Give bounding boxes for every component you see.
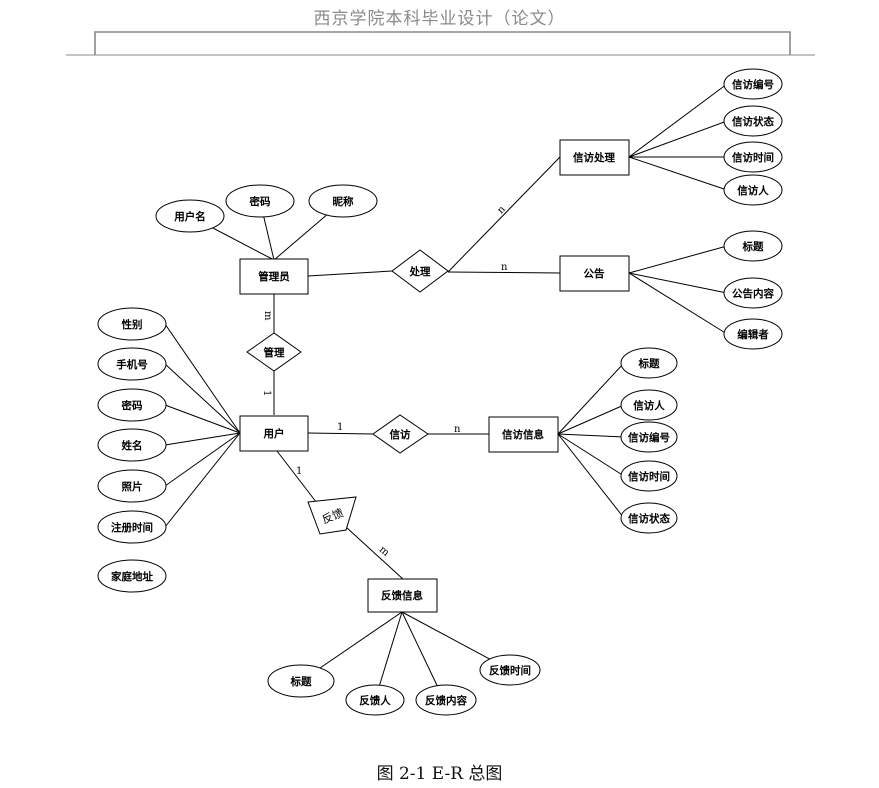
entity-visit-handle: 信访处理: [559, 139, 630, 176]
entity-admin: 管理员: [239, 258, 309, 295]
attr-user-name: 姓名: [97, 428, 167, 462]
attr-feedback-person: 反馈人: [345, 684, 405, 716]
card-handle-visit-handle: n: [495, 204, 508, 217]
attr-visit-info-number: 信访编号: [620, 421, 678, 453]
card-user-visit: 1: [337, 422, 343, 433]
attr-admin-username: 用户名: [155, 199, 225, 233]
attr-user-password: 密码: [97, 388, 167, 422]
svg-text:性别: 性别: [122, 318, 143, 331]
entity-user-label: 用户: [263, 427, 285, 440]
card-admin-manage: m: [262, 311, 273, 321]
attr-user-photo: 照片: [97, 469, 167, 503]
svg-text:反馈时间: 反馈时间: [489, 664, 531, 677]
entity-notice: 公告: [559, 255, 630, 292]
svg-text:反馈内容: 反馈内容: [425, 694, 467, 707]
svg-text:用户名: 用户名: [173, 210, 206, 223]
svg-text:公告内容: 公告内容: [732, 287, 774, 300]
svg-text:信访状态: 信访状态: [628, 512, 670, 525]
attr-notice-title: 标题: [723, 230, 783, 262]
attr-feedback-content: 反馈内容: [415, 684, 477, 716]
attr-user-gender: 性别: [97, 307, 167, 341]
attr-feedback-time: 反馈时间: [479, 654, 541, 686]
attr-admin-password: 密码: [225, 184, 295, 218]
header-rule: [66, 31, 815, 56]
attr-notice-editor: 编辑者: [723, 318, 783, 350]
attr-visit-info-status: 信访状态: [620, 502, 678, 534]
svg-text:姓名: 姓名: [122, 439, 143, 452]
attr-notice-content: 公告内容: [723, 277, 783, 309]
entity-visit-info: 信访信息: [488, 416, 559, 453]
card-user-feedback: 1: [296, 466, 302, 477]
entity-feedback-info: 反馈信息: [367, 578, 438, 613]
connectors: [164, 83, 728, 701]
svg-text:信访人: 信访人: [633, 399, 665, 412]
svg-text:信访人: 信访人: [737, 184, 769, 197]
svg-text:信访时间: 信访时间: [732, 151, 774, 164]
entity-user: 用户: [239, 415, 309, 452]
svg-text:照片: 照片: [122, 480, 143, 493]
attr-user-register-time: 注册时间: [97, 510, 167, 544]
svg-text:密码: 密码: [122, 399, 143, 412]
relation-visit: 信访: [372, 414, 429, 454]
svg-text:昵称: 昵称: [333, 195, 354, 208]
entity-notice-label: 公告: [584, 267, 605, 280]
svg-text:信访时间: 信访时间: [628, 470, 670, 483]
svg-text:信访状态: 信访状态: [732, 115, 774, 128]
svg-text:注册时间: 注册时间: [111, 521, 153, 534]
attr-visit-info-time: 信访时间: [620, 460, 678, 492]
card-handle-notice: n: [501, 262, 508, 273]
card-visit-visit-info: n: [454, 424, 461, 435]
relation-manage: 管理: [246, 332, 302, 372]
attr-visit-info-title: 标题: [620, 347, 678, 379]
attr-user-address: 家庭地址: [97, 559, 167, 593]
entity-admin-label: 管理员: [258, 270, 290, 283]
page-header: 西京学院本科毕业设计（论文）: [313, 9, 566, 29]
relation-handle-label: 处理: [409, 265, 431, 278]
svg-text:手机号: 手机号: [116, 358, 148, 371]
attr-visit-handle-status: 信访状态: [723, 105, 783, 137]
relation-feedback: 反馈: [307, 496, 357, 535]
attr-visit-handle-person: 信访人: [723, 174, 783, 206]
attr-feedback-title: 标题: [267, 664, 335, 698]
relation-manage-label: 管理: [264, 346, 285, 359]
attr-visit-handle-number: 信访编号: [723, 68, 783, 100]
entity-visit-handle-label: 信访处理: [573, 151, 615, 164]
attr-admin-nickname: 昵称: [308, 184, 378, 218]
svg-text:密码: 密码: [250, 195, 271, 208]
relation-handle: 处理: [391, 249, 449, 293]
svg-text:信访编号: 信访编号: [628, 431, 670, 444]
svg-text:信访编号: 信访编号: [732, 78, 774, 91]
figure-caption: 图 2-1 E-R 总图: [376, 764, 503, 784]
entity-feedback-info-label: 反馈信息: [381, 589, 423, 602]
card-manage-user: 1: [261, 390, 272, 396]
relation-visit-label: 信访: [390, 428, 411, 441]
svg-text:编辑者: 编辑者: [737, 328, 769, 341]
attr-visit-info-person: 信访人: [620, 389, 678, 421]
svg-text:标题: 标题: [290, 675, 312, 688]
svg-text:反馈人: 反馈人: [359, 694, 391, 707]
svg-text:标题: 标题: [742, 240, 764, 253]
svg-text:标题: 标题: [638, 357, 660, 370]
entity-visit-info-label: 信访信息: [502, 428, 544, 441]
attr-visit-handle-time: 信访时间: [723, 141, 783, 173]
attr-user-phone: 手机号: [97, 347, 167, 381]
svg-text:家庭地址: 家庭地址: [111, 570, 153, 583]
